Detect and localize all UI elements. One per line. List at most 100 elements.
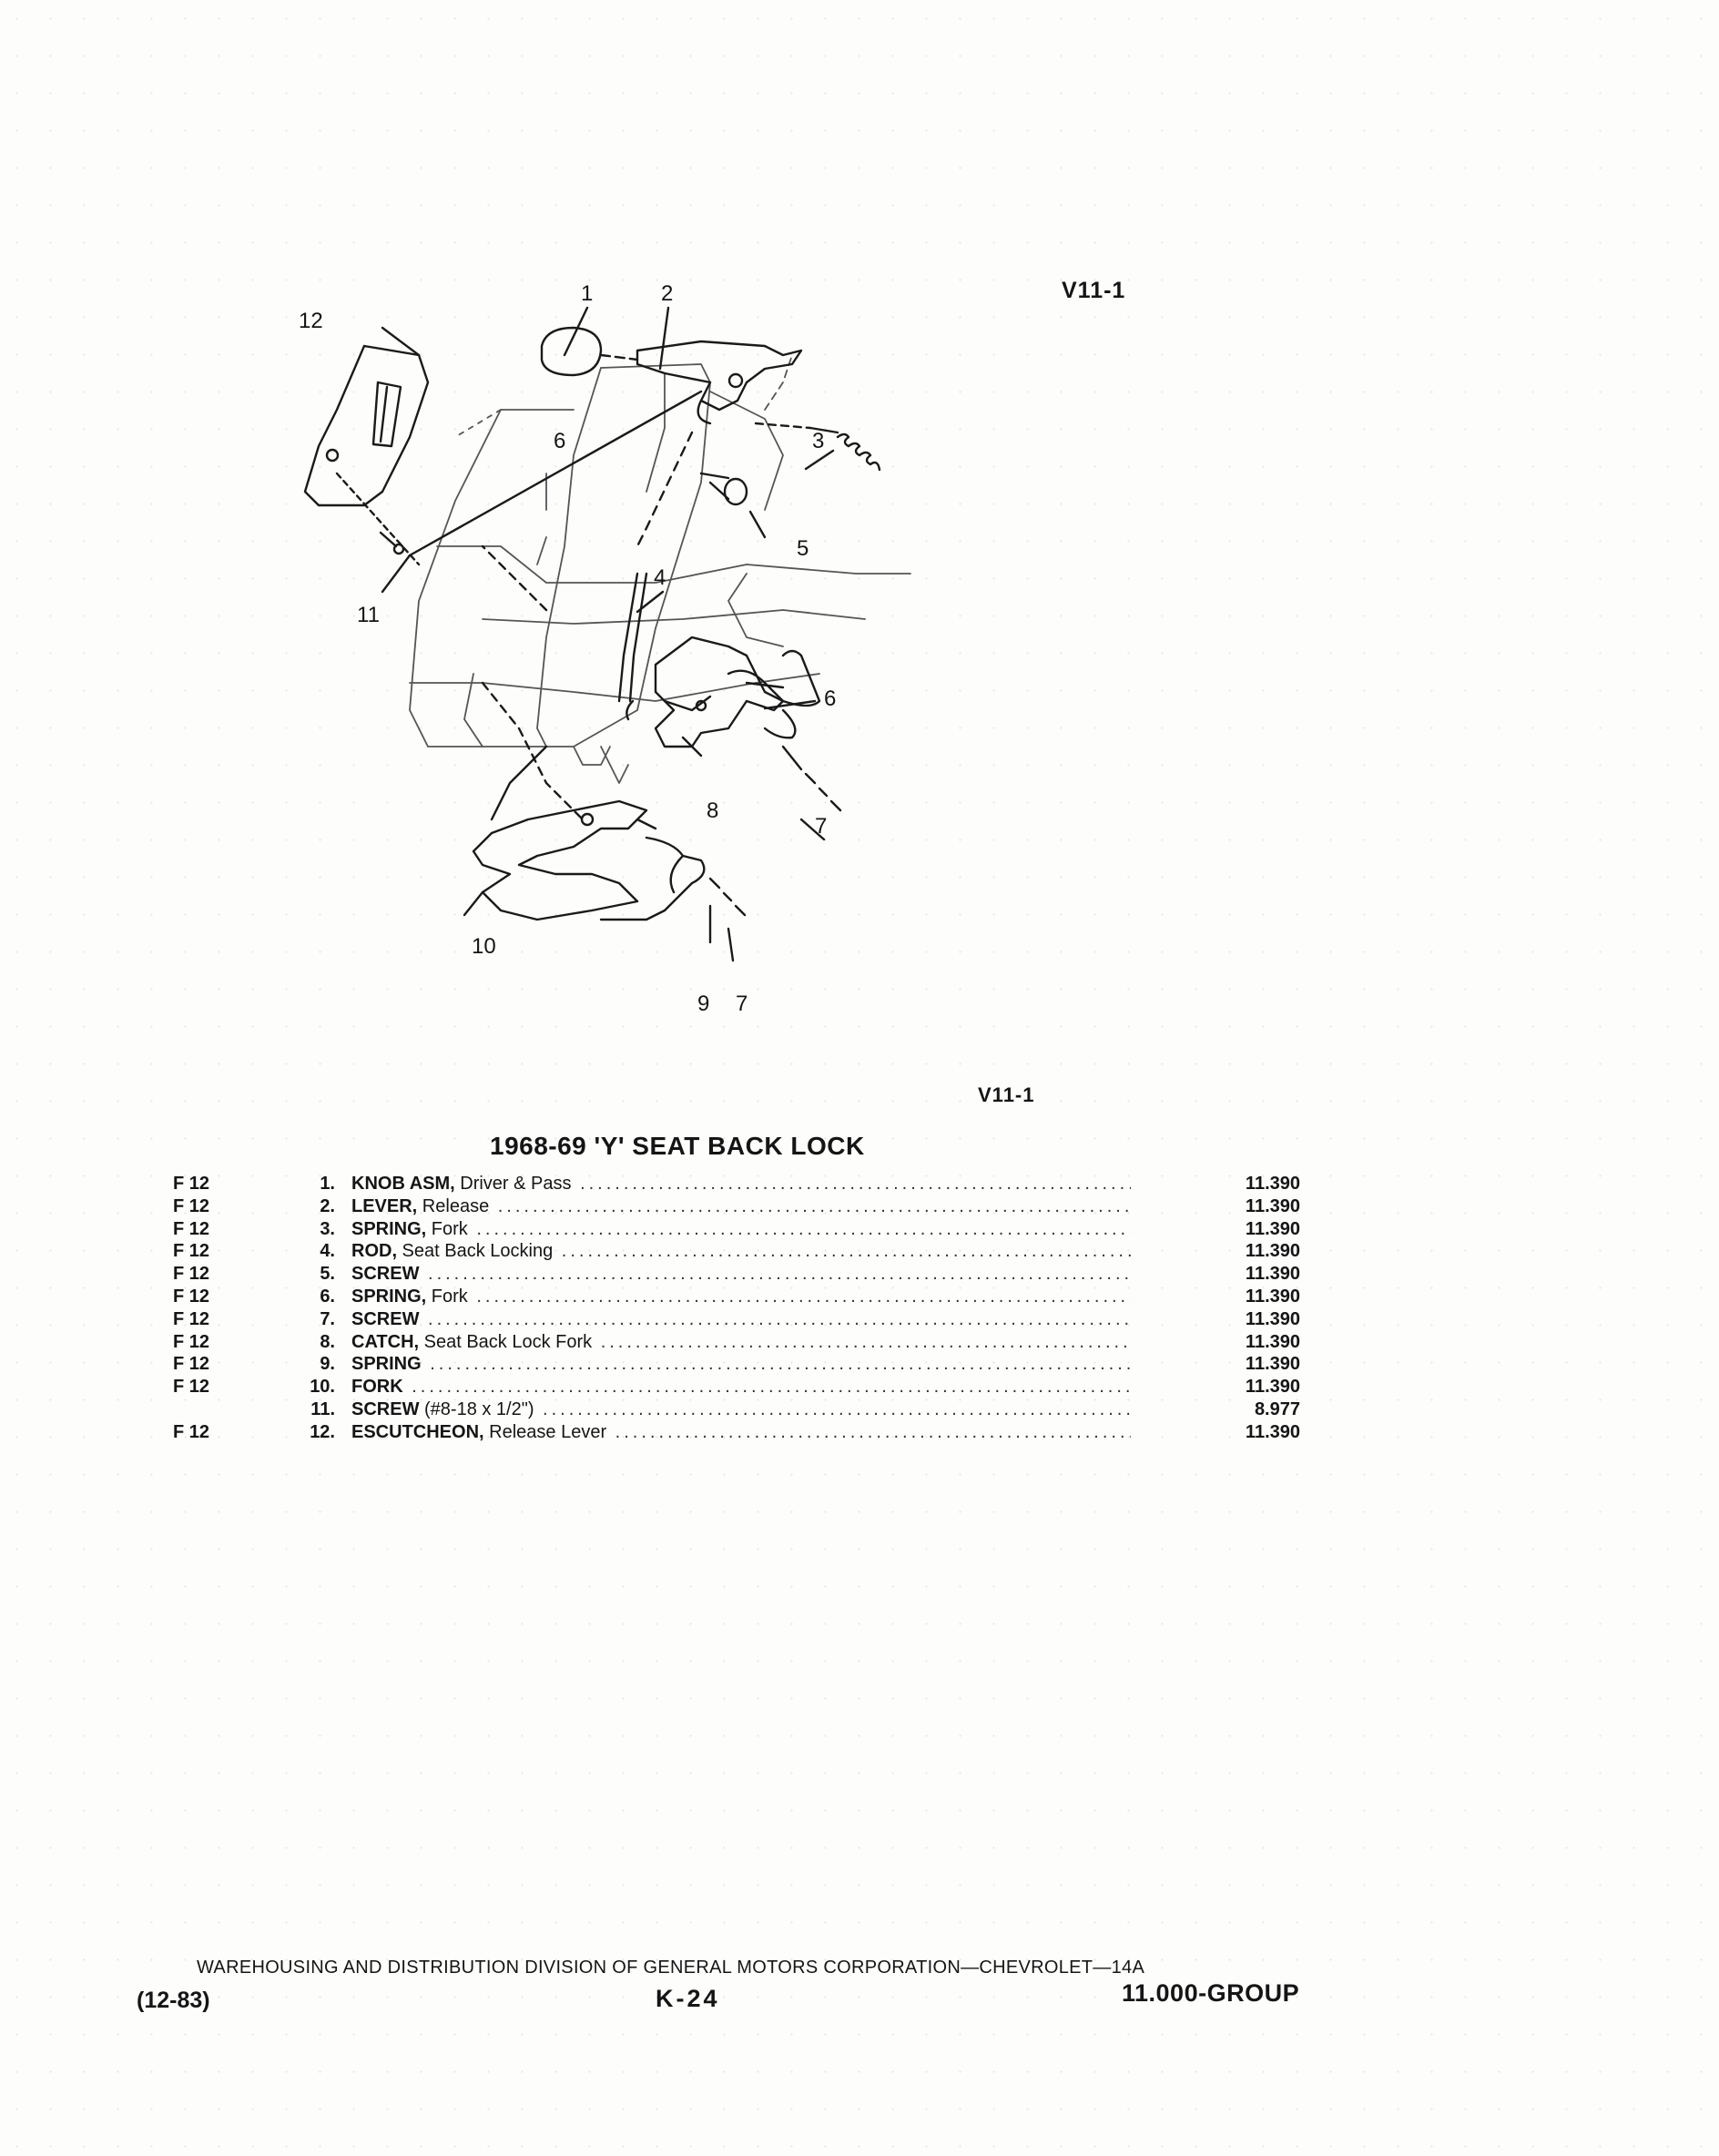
part-name: SPRING <box>351 1354 422 1375</box>
part-description: SPRING, Fork ...........................… <box>351 1286 1131 1308</box>
group-number: 11.390 <box>1245 1377 1300 1398</box>
item-number: 7. <box>320 1308 335 1329</box>
item-number: 10. <box>310 1377 335 1398</box>
group-number: 11.390 <box>1245 1354 1300 1375</box>
part-name: FORK <box>351 1377 403 1398</box>
item-number: 3. <box>320 1218 335 1239</box>
group-number: 11.390 <box>1245 1174 1300 1194</box>
footer-corporation: WAREHOUSING AND DISTRIBUTION DIVISION OF… <box>197 1958 1145 1978</box>
callout-2: 2 <box>661 281 673 306</box>
group-number: 11.390 <box>1245 1195 1300 1216</box>
catalog-code: F 12 <box>173 1308 210 1329</box>
item-number: 5. <box>320 1264 335 1285</box>
item-number: 2. <box>320 1195 335 1216</box>
callout-3: 3 <box>812 429 824 453</box>
callout-7-upper: 7 <box>815 814 827 839</box>
diagram-svg: 1 2 3 4 5 6 7 7 8 9 10 11 12 6 <box>299 281 911 1016</box>
dot-leader: ........................................… <box>615 1421 1131 1442</box>
parts-list-row: F 12 2. LEVER, Release ...................… <box>173 1195 1320 1218</box>
item-number: 9. <box>320 1354 335 1375</box>
callout-5: 5 <box>797 536 809 561</box>
part-name: ROD, <box>351 1241 397 1262</box>
dot-leader: ........................................… <box>476 1286 1131 1307</box>
part-description: LEVER, Release .........................… <box>351 1195 1131 1218</box>
part-description: SCREW ..................................… <box>351 1263 1131 1286</box>
dot-leader: ........................................… <box>600 1331 1131 1352</box>
section-title: 1968-69 'Y' SEAT BACK LOCK <box>490 1132 865 1160</box>
escutcheon-part <box>303 344 430 507</box>
part-name: KNOB ASM, <box>351 1174 455 1194</box>
dot-leader: ........................................… <box>428 1308 1131 1329</box>
spring-6-part <box>727 649 821 739</box>
parts-list-row: 11.SCREW (#8-18 x 1/2") ................… <box>173 1398 1320 1421</box>
item-number: 12. <box>310 1421 335 1442</box>
part-description: SPRING .................................… <box>351 1353 1131 1376</box>
part-description: ROD, Seat Back Locking .................… <box>351 1240 1131 1263</box>
footer-page-number: K-24 <box>656 1985 720 2012</box>
callout-12: 12 <box>299 309 323 333</box>
callout-10: 10 <box>472 934 496 959</box>
part-name: SCREW <box>351 1398 420 1419</box>
catch-part <box>654 636 785 748</box>
catalog-code: F 12 <box>173 1195 210 1216</box>
part-description: FORK ...................................… <box>351 1376 1131 1398</box>
catalog-code: F 12 <box>173 1174 210 1194</box>
part-detail: Fork <box>426 1286 468 1307</box>
group-number: 11.390 <box>1245 1308 1300 1329</box>
dot-leader: ........................................… <box>561 1241 1131 1262</box>
catalog-code: F 12 <box>173 1218 210 1239</box>
part-detail: Release <box>417 1195 490 1216</box>
catalog-code: F 12 <box>173 1421 210 1442</box>
knob-part <box>540 326 639 377</box>
catalog-code: F 12 <box>173 1286 210 1307</box>
dot-leader: ........................................… <box>412 1377 1131 1398</box>
figure-ref-code-top: V11-1 <box>1062 278 1126 303</box>
parts-list-row: F 12 9. SPRING ...........................… <box>173 1353 1320 1376</box>
part-description: CATCH, Seat Back Lock Fork .............… <box>351 1331 1131 1354</box>
part-description: SCREW (#8-18 x 1/2") ...................… <box>351 1398 1131 1421</box>
catalog-code: F 12 <box>173 1241 210 1262</box>
catalog-code: F 12 <box>173 1377 210 1398</box>
callout-11: 11 <box>357 603 380 627</box>
callout-1: 1 <box>581 281 593 306</box>
spring-9-part <box>599 836 706 921</box>
catalog-code: F 12 <box>173 1354 210 1375</box>
part-description: KNOB ASM, Driver & Pass ................… <box>351 1173 1131 1195</box>
part-description: SPRING, Fork ...........................… <box>351 1218 1131 1241</box>
part-name: SCREW <box>351 1308 420 1329</box>
parts-list-row: F 12 7. SCREW ............................… <box>173 1308 1320 1331</box>
part-detail: Seat Back Locking <box>397 1241 554 1262</box>
part-detail: (#8-18 x 1/2") <box>419 1398 534 1419</box>
screw-7-lower-part <box>708 877 747 917</box>
footer-group: 11.000-GROUP <box>1122 1979 1300 2007</box>
group-number: 11.390 <box>1245 1218 1300 1239</box>
parts-list-row: F 12 6. SPRING, Fork .....................… <box>173 1286 1320 1308</box>
callout-4: 4 <box>654 565 666 590</box>
callout-6-knob: 6 <box>554 429 565 453</box>
part-detail: Release Lever <box>483 1421 607 1442</box>
dot-leader: ........................................… <box>543 1398 1131 1419</box>
callout-6: 6 <box>824 686 836 711</box>
release-lever-part <box>408 340 803 557</box>
group-number: 8.977 <box>1254 1398 1300 1419</box>
parts-list-row: F 12 5. SCREW ............................… <box>173 1263 1320 1286</box>
part-name: SPRING, <box>351 1218 427 1239</box>
dot-leader: ........................................… <box>476 1218 1131 1239</box>
part-detail: Fork <box>426 1218 468 1239</box>
dot-leader: ........................................… <box>497 1195 1131 1216</box>
parts-list-row: F 12 10. FORK ............................… <box>173 1376 1320 1398</box>
screw-5-part <box>699 472 748 506</box>
rod-part <box>617 431 694 721</box>
part-name: ESCUTCHEON, <box>351 1421 484 1442</box>
part-description: SCREW ..................................… <box>351 1308 1131 1331</box>
callout-9: 9 <box>697 992 709 1016</box>
callout-8: 8 <box>707 798 718 823</box>
item-number: 6. <box>320 1286 335 1307</box>
exploded-parts-diagram: 1 2 3 4 5 6 7 7 8 9 10 11 12 6 <box>273 273 1184 1029</box>
catalog-code: F 12 <box>173 1264 210 1285</box>
group-number: 11.390 <box>1245 1241 1300 1262</box>
